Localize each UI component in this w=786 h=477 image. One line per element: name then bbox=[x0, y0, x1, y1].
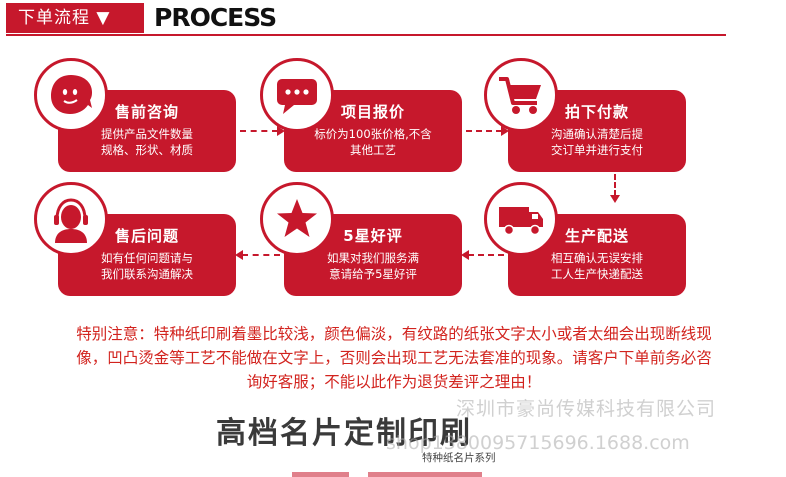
step-desc-line: 意请给予5星好评 bbox=[329, 267, 417, 281]
step-desc-line: 交订单并进行支付 bbox=[551, 143, 643, 157]
flow-arrow-left bbox=[461, 250, 504, 260]
step-desc-line: 工人生产快递配送 bbox=[551, 267, 643, 281]
step-desc-line: 沟通确认清楚后提 bbox=[551, 127, 643, 141]
step-title: 拍下付款 bbox=[564, 103, 629, 121]
step-desc: 标价为100张价格,不含 其他工艺 bbox=[284, 126, 462, 158]
step-desc-line: 标价为100张价格,不含 bbox=[314, 127, 432, 141]
step-card-presales-consult: 售前咨询 提供产品文件数量 规格、形状、材质 bbox=[58, 90, 236, 172]
step-desc-line: 我们联系沟通解决 bbox=[101, 267, 193, 281]
step-desc: 相互确认无误安排 工人生产快递配送 bbox=[508, 250, 686, 282]
step-card-production-delivery: 生产配送 相互确认无误安排 工人生产快递配送 bbox=[508, 214, 686, 296]
process-title: PROCESS bbox=[154, 3, 277, 32]
header-divider bbox=[6, 34, 726, 36]
notice-line: 像，凹凸烫金等工艺不能做在文字上，否则会出现工艺无法套准的现象。请客户下单前务必… bbox=[76, 349, 712, 367]
step-title: 售前咨询 bbox=[114, 103, 179, 121]
speech-dots-icon bbox=[260, 58, 334, 132]
step-card-payment: 拍下付款 沟通确认清楚后提 交订单并进行支付 bbox=[508, 90, 686, 172]
shop-url-watermark: shop1380095715696.1688.com bbox=[386, 432, 690, 454]
step-desc-line: 其他工艺 bbox=[350, 143, 396, 157]
notice-line: 询好客服；不能以此作为退货差评之理由！ bbox=[246, 373, 542, 391]
step-desc: 如有任何问题请与 我们联系沟通解决 bbox=[58, 250, 236, 282]
step-card-after-sales: 售后问题 如有任何问题请与 我们联系沟通解决 bbox=[58, 214, 236, 296]
step-desc-line: 提供产品文件数量 bbox=[101, 127, 193, 141]
step-desc: 如果对我们服务满 意请给予5星好评 bbox=[284, 250, 462, 282]
product-title: 高档名片定制印刷 bbox=[216, 416, 472, 451]
chat-bubble-face-icon bbox=[34, 58, 108, 132]
special-notice: 特别注意：特种纸印刷着墨比较浅，颜色偏淡，有纹路的纸张文字太小或者太细会出现断线… bbox=[20, 322, 768, 394]
star-icon bbox=[260, 182, 334, 256]
step-desc: 提供产品文件数量 规格、形状、材质 bbox=[58, 126, 236, 158]
notice-line: 特别注意：特种纸印刷着墨比较浅，颜色偏淡，有纹路的纸张文字太小或者太细会出现断线… bbox=[76, 325, 712, 343]
step-desc-line: 如有任何问题请与 bbox=[101, 251, 193, 265]
flow-arrow-left bbox=[235, 250, 280, 260]
step-title: 售后问题 bbox=[114, 227, 179, 245]
delivery-truck-icon bbox=[484, 182, 558, 256]
flow-arrow-down bbox=[610, 174, 620, 203]
company-watermark: 深圳市豪尚传媒科技有限公司 bbox=[456, 398, 717, 420]
customer-service-icon bbox=[34, 182, 108, 256]
step-desc-line: 规格、形状、材质 bbox=[101, 143, 193, 157]
bottom-decoration bbox=[292, 472, 482, 477]
step-card-quotation: 项目报价 标价为100张价格,不含 其他工艺 bbox=[284, 90, 462, 172]
flow-arrow-right bbox=[466, 126, 509, 136]
step-desc-line: 相互确认无误安排 bbox=[551, 251, 643, 265]
step-desc-line: 如果对我们服务满 bbox=[327, 251, 419, 265]
step-title: 生产配送 bbox=[564, 227, 629, 245]
process-header-tag: 下单流程 ▼ bbox=[6, 3, 144, 33]
shopping-cart-icon bbox=[484, 58, 558, 132]
product-subtitle: 特种纸名片系列 bbox=[422, 452, 496, 464]
step-title: 项目报价 bbox=[340, 103, 405, 121]
step-desc: 沟通确认清楚后提 交订单并进行支付 bbox=[508, 126, 686, 158]
step-title: 5星好评 bbox=[343, 227, 403, 245]
flow-arrow-right bbox=[240, 126, 285, 136]
